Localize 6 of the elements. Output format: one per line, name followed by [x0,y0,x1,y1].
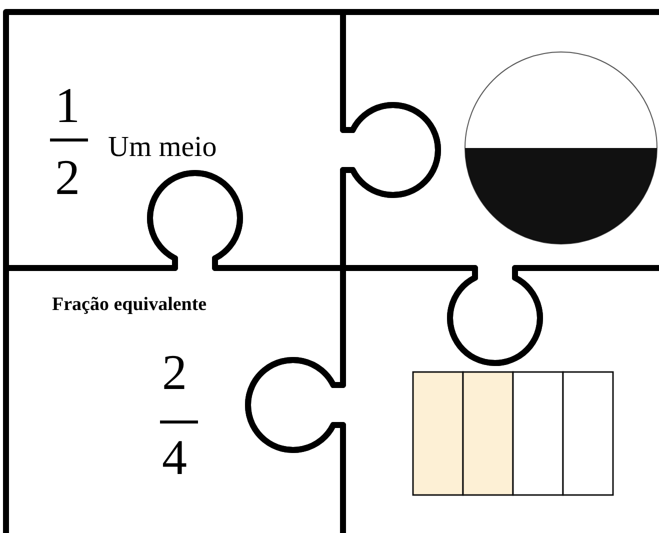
fraction-name: Um meio [108,133,217,162]
denominator: 2 [55,152,80,202]
heading: Fração equivalente [52,295,207,314]
numerator: 1 [55,80,80,130]
numerator: 2 [162,347,187,397]
denominator: 4 [162,432,187,482]
